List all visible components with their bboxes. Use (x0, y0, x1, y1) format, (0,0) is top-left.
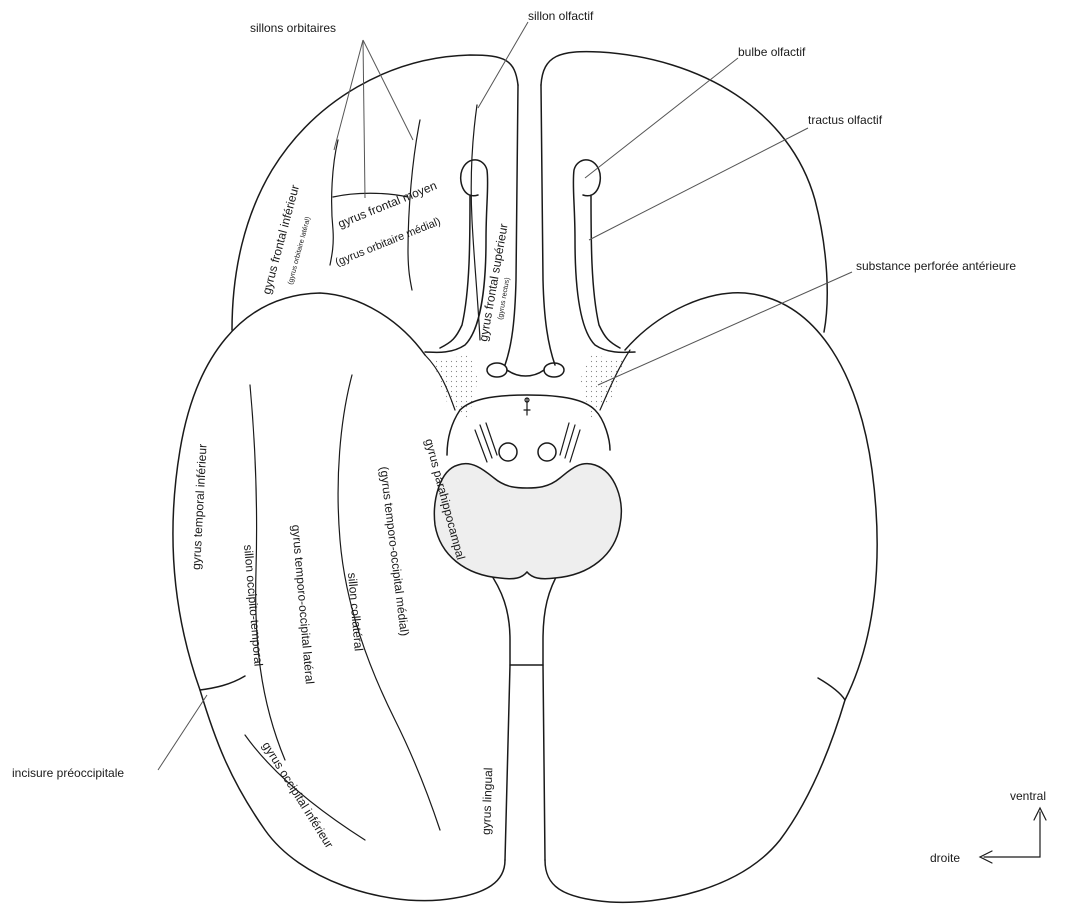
label-sillon-collateral: sillon collatéral (345, 572, 366, 652)
right-peduncle-hatch (560, 423, 580, 462)
leader-sillons-orbitaires-3 (363, 40, 413, 140)
orientation-indicator: ventral droite (930, 789, 1046, 865)
label-sillon-olfactif: sillon olfactif (528, 9, 594, 23)
left-mammillary-body (499, 443, 517, 461)
label-sillons-orbitaires: sillons orbitaires (250, 21, 336, 35)
leader-bulbe-olfactif (585, 58, 738, 178)
left-peduncle-hatch (475, 423, 497, 462)
right-mammillary-body (538, 443, 556, 461)
right-frontal-medial-edge (541, 85, 555, 365)
right-anterior-perforated-substance (580, 355, 625, 420)
label-gyrus-temporal-inferieur: gyrus temporal inférieur (189, 444, 210, 571)
leader-tractus-olfactif (589, 128, 808, 240)
orientation-axis (984, 812, 1040, 857)
optic-chiasm-left (487, 363, 507, 377)
label-gyrus-occipital-inferieur: gyrus occipital inférieur (259, 739, 336, 850)
leader-sillons-orbitaires-1 (334, 40, 363, 150)
optic-chiasm-bridge (507, 370, 544, 376)
label-gyrus-temporo-occipital-medial: (gyrus temporo-occipital médial) (377, 466, 412, 637)
leader-substance-perforee (598, 272, 852, 385)
label-substance-perforee-anterieure: substance perforée antérieure (856, 259, 1016, 273)
leader-incisure (158, 695, 207, 770)
orbital-sulcus-medial (408, 120, 420, 290)
label-sillon-occipito-temporal: sillon occipito-temporal (241, 544, 266, 667)
orbital-sulcus-lateral (330, 140, 338, 265)
olfactory-sulcus-line (471, 105, 480, 340)
label-droite: droite (930, 851, 960, 865)
interpeduncular-frame-left (447, 410, 460, 455)
brainstem-section (434, 464, 621, 579)
right-occipital-medial-edge (543, 570, 560, 860)
label-ventral: ventral (1010, 789, 1046, 803)
optic-chiasm-right (544, 363, 564, 377)
left-preoccipital-notch (200, 676, 245, 690)
label-gyrus-lingual: gyrus lingual (479, 767, 495, 835)
label-gyrus-temporo-occipital-lateral: gyrus temporo-occipital latéral (289, 524, 317, 685)
label-incisure-preoccipitale: incisure préoccipitale (12, 766, 124, 780)
label-bulbe-olfactif: bulbe olfactif (738, 45, 806, 59)
right-olfactory-bulb-tract (573, 160, 635, 353)
label-tractus-olfactif: tractus olfactif (808, 113, 883, 127)
left-frontal-lobe-outline (232, 55, 518, 330)
leader-sillon-olfactif (478, 22, 528, 108)
leader-sillons-orbitaires-2 (363, 40, 365, 198)
right-preoccipital-notch (818, 678, 845, 700)
